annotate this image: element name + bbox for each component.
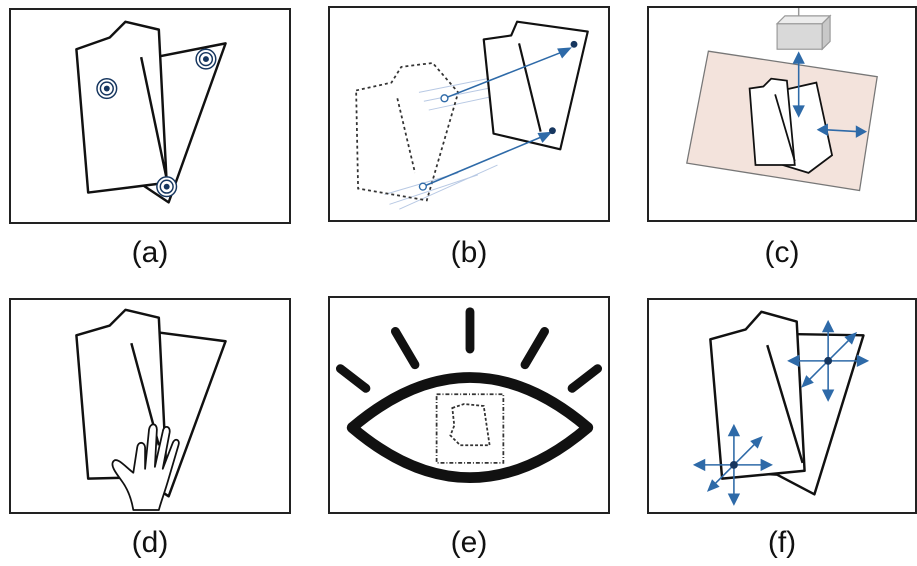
cloth-motion-illustration (355, 20, 589, 210)
eye-illustration (335, 307, 603, 483)
motion-arrows (422, 47, 572, 188)
panel-c (647, 6, 917, 222)
eyelash-lines (335, 307, 603, 393)
cloth-with-markers-illustration (75, 20, 227, 204)
target-fold-line (518, 43, 542, 132)
front-cloth (748, 77, 796, 166)
end-point-marker (570, 40, 578, 48)
caption-e: (e) (450, 526, 488, 559)
caption-c: (c) (764, 236, 800, 269)
start-point-marker (440, 94, 449, 103)
front-cloth (709, 310, 806, 480)
caption-f: (f) (767, 526, 797, 559)
front-cloth (75, 308, 168, 480)
marker-icon (195, 48, 217, 70)
caption-a: (a) (131, 236, 169, 269)
force-arrows-top (787, 319, 870, 402)
double-arrow-vertical (792, 51, 805, 118)
end-point-marker (548, 127, 556, 135)
caption-d: (d) (131, 526, 169, 559)
eye-outline (346, 372, 594, 483)
caption-b: (b) (450, 236, 488, 269)
target-cloth (482, 20, 589, 151)
table-sensor-illustration (686, 8, 878, 192)
double-arrow-horizontal (816, 123, 868, 138)
fold-line (774, 94, 796, 162)
panel-b (328, 6, 610, 222)
hand-on-cloth-illustration (75, 308, 227, 511)
origin-cloth-outline (355, 62, 460, 202)
panel-f (647, 298, 917, 514)
front-cloth (75, 20, 168, 194)
cloth-force-illustration (692, 310, 870, 506)
contact-point-marker (729, 460, 738, 469)
panel-a (9, 8, 291, 224)
marker-icon (156, 176, 178, 198)
fold-line (139, 56, 168, 180)
fold-line (766, 344, 804, 464)
cloth-outline-small (449, 403, 491, 447)
marker-icon (96, 77, 118, 100)
panel-d (9, 298, 291, 514)
hand-icon (111, 423, 180, 511)
camera-icon (775, 8, 832, 51)
origin-fold-line (396, 98, 416, 174)
force-arrows-bottom (692, 423, 773, 506)
panel-e (328, 296, 610, 514)
contact-point-marker (824, 356, 833, 365)
start-point-marker (418, 182, 427, 191)
